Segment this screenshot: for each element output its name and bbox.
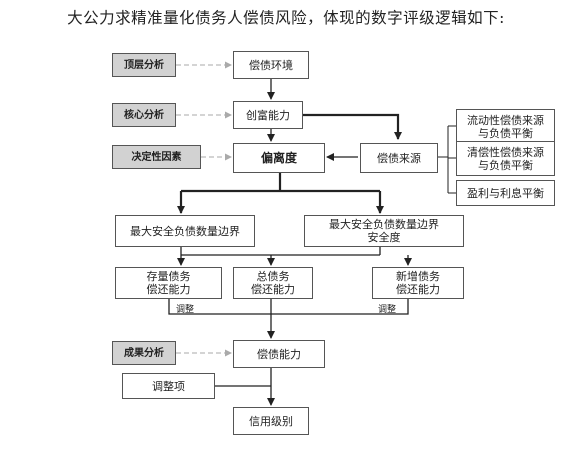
node-safety: 最大安全负债数量边界 安全度 <box>304 215 464 247</box>
node-profit: 盈利与利息平衡 <box>456 180 555 206</box>
node-source: 偿债来源 <box>360 143 438 173</box>
result-analysis-label: 成果分析 <box>112 341 176 365</box>
node-wealth: 创富能力 <box>233 101 303 129</box>
node-new-debt: 新增债务 偿还能力 <box>372 267 464 299</box>
page-title: 大公力求精准量化债务人偿债风险，体现的数字评级逻辑如下: <box>67 9 505 27</box>
arrow-wealth-source <box>303 113 402 140</box>
node-clearing: 清偿性偿债来源 与负债平衡 <box>456 141 555 176</box>
node-rating: 信用级别 <box>233 407 309 435</box>
decisive-factor-label: 决定性因素 <box>112 145 201 169</box>
core-analysis-label: 核心分析 <box>112 103 176 127</box>
node-liquidity: 流动性偿债来源 与负债平衡 <box>456 109 555 144</box>
edge-label-adjust-left: 调整 <box>176 305 195 315</box>
node-ability: 偿债能力 <box>233 340 325 368</box>
top-analysis-label: 顶层分析 <box>112 53 176 77</box>
node-total-debt: 总债务 偿还能力 <box>233 267 313 299</box>
edge-label-adjust-right: 调整 <box>378 305 397 315</box>
node-env: 偿债环境 <box>233 51 309 79</box>
node-adjust-item: 调整项 <box>122 373 215 399</box>
node-max-boundary: 最大安全负债数量边界 <box>115 215 255 247</box>
node-stock-debt: 存量债务 偿还能力 <box>115 267 222 299</box>
node-deviation: 偏离度 <box>233 143 325 173</box>
